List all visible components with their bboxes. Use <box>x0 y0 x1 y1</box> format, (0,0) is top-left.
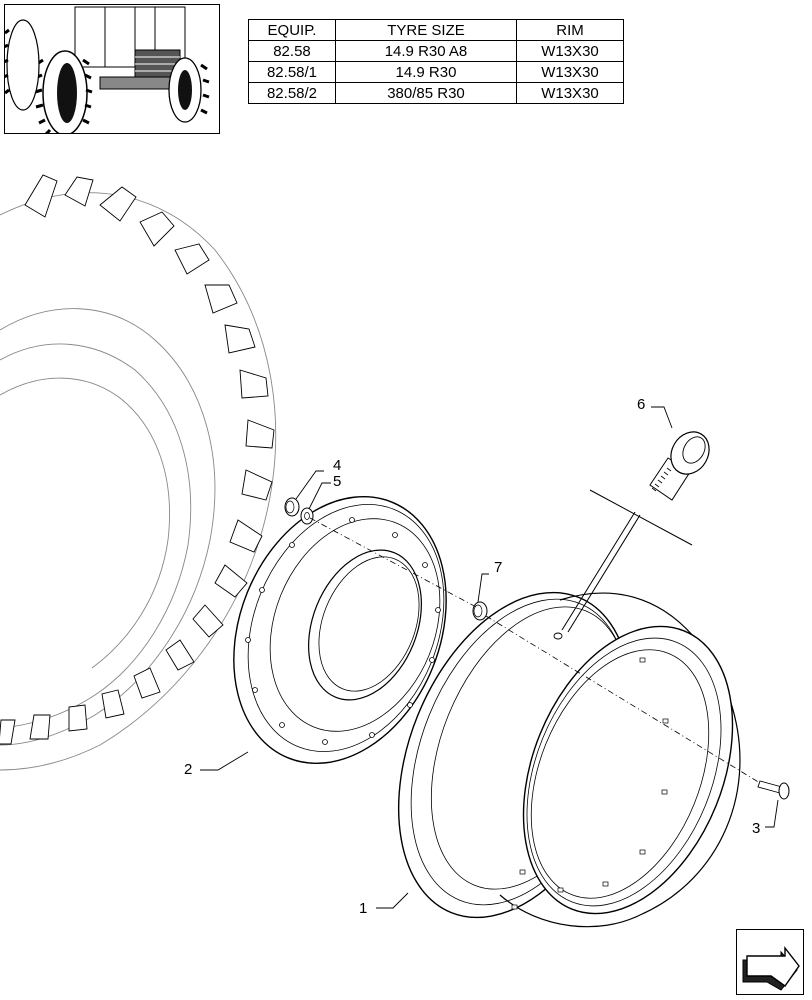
cell-tyre-size: 14.9 R30 <box>335 61 517 83</box>
part-6-valve <box>649 431 710 501</box>
table-header-row: EQUIP. TYRE SIZE RIM <box>248 19 624 41</box>
column-header-equip: EQUIP. <box>248 19 336 41</box>
part-7-nut <box>472 601 488 621</box>
tyre-tread-lugs <box>0 174 275 745</box>
part-2-centre-disc <box>233 495 447 765</box>
part-5-washer <box>300 507 314 525</box>
table-row: 82.58/1 14.9 R30 W13X30 <box>248 61 624 83</box>
part-3-bolt <box>757 780 790 800</box>
column-header-rim: RIM <box>516 19 624 41</box>
part-1-rim <box>397 591 741 928</box>
cell-rim: W13X30 <box>516 61 624 83</box>
cell-equip: 82.58/1 <box>248 61 336 83</box>
next-page-button[interactable] <box>736 929 804 995</box>
assembly-axis-lines <box>309 517 761 784</box>
part-4-nut <box>284 497 300 517</box>
callout-4: 4 <box>333 457 341 474</box>
tractor-thumbnail-icon <box>5 6 210 133</box>
callout-7: 7 <box>494 559 502 576</box>
valve-location-indicator <box>561 489 693 633</box>
cell-rim: W13X30 <box>516 82 624 104</box>
callout-3: 3 <box>752 820 760 837</box>
cell-tyre-size: 380/85 R30 <box>335 82 517 104</box>
table-row: 82.58/2 380/85 R30 W13X30 <box>248 82 624 104</box>
cell-equip: 82.58/2 <box>248 82 336 104</box>
callout-leader-lines <box>200 406 779 909</box>
callout-2: 2 <box>184 761 192 778</box>
callout-1: 1 <box>359 900 367 917</box>
callout-5: 5 <box>333 473 341 490</box>
tyre-spec-table: EQUIP. TYRE SIZE RIM 82.58 14.9 R30 A8 W… <box>248 19 624 104</box>
tractor-thumbnail <box>4 4 220 134</box>
next-page-arrow-icon <box>742 945 800 991</box>
callout-6: 6 <box>637 396 645 413</box>
